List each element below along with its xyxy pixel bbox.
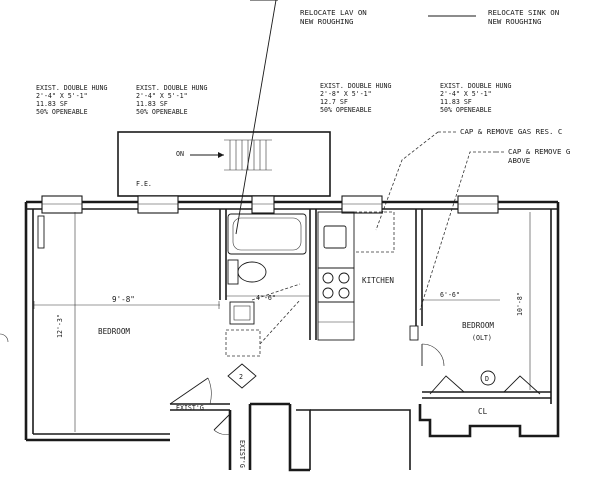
fire-escape: ON F.E.	[117, 131, 331, 197]
corridor-door-swing	[213, 429, 231, 435]
radiator	[37, 215, 45, 249]
window-1-openable: 50% OPENEABLE	[36, 108, 88, 116]
window-4-openable: 50% OPENEABLE	[440, 106, 492, 114]
cap-remove-gas-text: CAP & REMOVE GAS RES. C	[460, 127, 562, 136]
window-bath	[251, 195, 275, 214]
window-1	[41, 195, 83, 214]
stair-treads	[190, 139, 272, 171]
relocated-sink-area	[353, 211, 395, 253]
bathtub-basin	[232, 217, 302, 251]
corridor-door-leaf	[213, 413, 231, 431]
kitchen-sink	[323, 225, 347, 249]
kitchen-label: KITCHEN	[362, 276, 394, 285]
closet-mark-circle	[480, 370, 496, 386]
bathroom: 4'-6" 2	[225, 213, 310, 389]
window-2-area: 11.83 SF	[136, 100, 168, 108]
entry-door-swing	[207, 377, 212, 405]
window-4	[457, 195, 499, 214]
closet: D CL	[429, 370, 541, 416]
lavatory-existing	[229, 301, 255, 325]
window-label-2: EXIST. DOUBLE HUNG 2'-4" X 5'-1" 11.83 S…	[136, 84, 207, 116]
cap-gas-leader	[375, 131, 439, 231]
window-2	[137, 195, 179, 214]
relocate-sink-line-2: NEW ROUGHING	[488, 17, 541, 26]
window-label-4: EXIST. DOUBLE HUNG 2'-4" X 5'-1" 11.83 S…	[440, 82, 511, 114]
window-2-size: 2'-4" X 5'-1"	[136, 92, 188, 100]
window-3-size: 2'-8" X 5'-1"	[320, 90, 372, 98]
lavatory-basin	[233, 305, 251, 321]
bathtub	[227, 213, 307, 255]
cap-remove-gas-note: CAP & REMOVE GAS RES. C	[438, 127, 562, 136]
fire-escape-label: F.E.	[136, 180, 152, 188]
sheet-edge-mark	[0, 333, 9, 343]
bedroom-2: 6'-6" 10'-8" BEDROOM (OLT)	[409, 212, 531, 390]
existing-door-label-2: EXIST'G	[238, 440, 246, 468]
burner-4	[338, 287, 350, 299]
toilet-tank	[227, 259, 239, 285]
window-3-area: 12.7 SF	[320, 98, 348, 106]
cap-remove-above-line-1: CAP & REMOVE G	[508, 147, 570, 156]
kitchen-counter-sink	[317, 211, 355, 269]
relocate-lav-note: RELOCATE LAV ON NEW ROUGHING	[250, 0, 367, 26]
cap-remove-above-line-2: ABOVE	[508, 156, 530, 165]
window-3-openable: 50% OPENEABLE	[320, 106, 372, 114]
window-3	[341, 195, 383, 214]
bedroom2-label: BEDROOM	[462, 321, 494, 330]
stair-on-label: ON	[176, 150, 184, 158]
cap-above-leader	[419, 151, 496, 311]
toilet-bowl	[237, 261, 267, 283]
bedroom2-sub-label: (OLT)	[472, 334, 492, 342]
window-1-area: 11.83 SF	[36, 100, 68, 108]
closet-door-right	[503, 375, 541, 395]
existing-door-label-1: EXIST'G	[176, 404, 204, 412]
burner-3	[322, 287, 334, 299]
bedroom2-door-swing	[421, 343, 445, 367]
window-1-type: EXIST. DOUBLE HUNG	[36, 84, 107, 92]
bath-width-dim: 4'-6"	[256, 294, 276, 302]
windows-top	[41, 195, 499, 214]
window-label-1: EXIST. DOUBLE HUNG 2'-4" X 5'-1" 11.83 S…	[36, 84, 107, 116]
kitchen: KITCHEN	[317, 211, 395, 341]
closet-label: CL	[478, 407, 488, 416]
callout-number: 2	[239, 373, 243, 381]
entry-door-leaf	[169, 377, 209, 405]
window-4-area: 11.83 SF	[440, 98, 472, 106]
window-2-openable: 50% OPENEABLE	[136, 108, 188, 116]
lav-leader-line	[235, 0, 277, 235]
relocate-sink-line-1: RELOCATE SINK ON	[488, 8, 559, 17]
stove	[317, 267, 355, 303]
closet-mark: D	[485, 375, 489, 383]
closet-door-left	[429, 375, 465, 395]
bedroom-depth-dim: 12'-3"	[56, 314, 64, 338]
relocate-lav-line-2: NEW ROUGHING	[300, 17, 353, 26]
burner-2	[338, 272, 350, 284]
bedroom2-width-dim: 6'-6"	[440, 291, 460, 299]
window-label-3: EXIST. DOUBLE HUNG 2'-8" X 5'-1" 12.7 SF…	[320, 82, 391, 114]
relocate-sink-note: RELOCATE SINK ON NEW ROUGHING	[428, 8, 559, 26]
entry-doors: EXIST'G EXIST'G	[169, 377, 246, 468]
bedroom-label: BEDROOM	[98, 327, 130, 336]
burner-1	[322, 272, 334, 284]
bedroom-width-dim: 9'-8"	[112, 295, 135, 304]
window-4-size: 2'-4" X 5'-1"	[440, 90, 492, 98]
bedroom2-depth-dim: 10'-8"	[516, 292, 524, 316]
window-2-type: EXIST. DOUBLE HUNG	[136, 84, 207, 92]
interior-partitions	[170, 209, 551, 470]
cap-remove-above-note: CAP & REMOVE G ABOVE	[496, 147, 570, 165]
fire-escape-platform	[117, 131, 331, 197]
refrigerator	[317, 301, 355, 341]
window-4-type: EXIST. DOUBLE HUNG	[440, 82, 511, 90]
window-3-type: EXIST. DOUBLE HUNG	[320, 82, 391, 90]
gas-riser	[409, 325, 419, 341]
bedroom-1: 9'-8" 12'-3" BEDROOM	[33, 212, 220, 432]
window-1-size: 2'-4" X 5'-1"	[36, 92, 88, 100]
callout-diamond	[227, 363, 257, 389]
lavatory-relocated	[225, 329, 261, 357]
relocate-lav-line-1: RELOCATE LAV ON	[300, 8, 367, 17]
